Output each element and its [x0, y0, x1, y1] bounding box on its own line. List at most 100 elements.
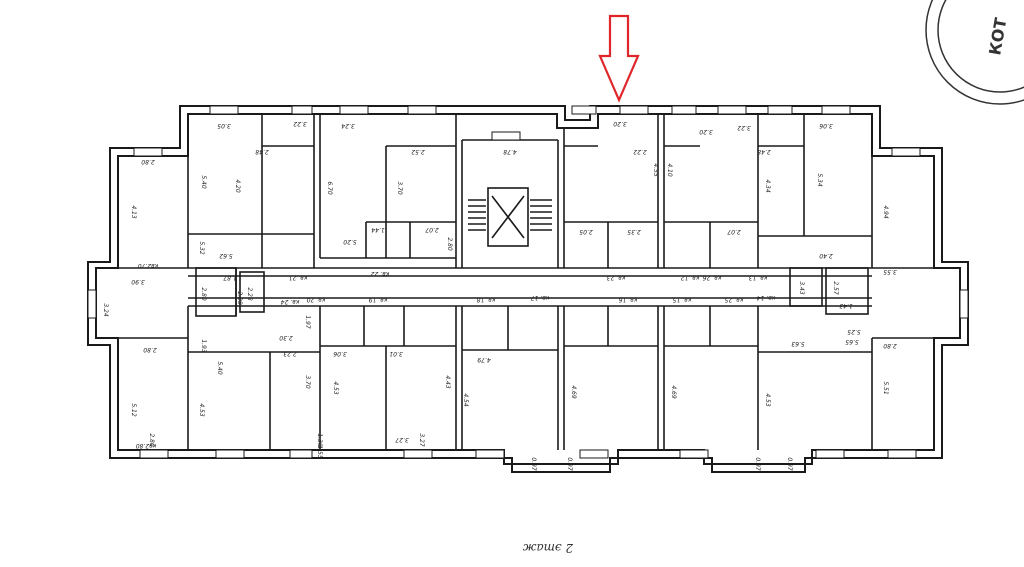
dim-bottom-5: 1.30 [316, 433, 323, 447]
dim-label-18: 2.35 [627, 228, 641, 235]
floor-label: 2 этаж [522, 541, 574, 555]
dim-label-51: 1.43 [839, 302, 853, 309]
dim-bottom-6: 1.55 [316, 445, 323, 459]
dim-label-1: 4.20 [234, 179, 241, 193]
dim-label-34: 5.12 [130, 403, 137, 417]
dim-top-4: 3.20 [613, 120, 627, 127]
dim-top-8: 2.80 [141, 158, 155, 165]
dim-label-38: 4.69 [670, 385, 677, 399]
dim-label-42: 5.65 [845, 338, 859, 345]
dim-label-31: 3.01 [389, 350, 402, 357]
dim-label-23: 2.80 [200, 287, 207, 301]
dim-label-28: 2.30 [279, 334, 293, 341]
corridor-label-10: кв. 12 [681, 274, 700, 281]
dim-top-3: 4.78 [503, 148, 517, 155]
dim-top-0: 3.05 [217, 122, 231, 129]
dim-label-6: 4.10 [666, 163, 673, 177]
dim-label-40: 5.51 [882, 381, 889, 394]
dim-label-33: 4.53 [198, 403, 205, 417]
corridor-label-6: кв. 16 [619, 296, 638, 303]
dim-label-0: 5.40 [200, 175, 207, 189]
dim-label-53: 3.43 [798, 281, 805, 295]
dim-label-36: 4.79 [477, 356, 491, 363]
dim-label-19: 2.05 [579, 228, 593, 235]
kv-label-1: кв2.80 [136, 442, 157, 449]
dim-label-30: 3.06 [333, 350, 347, 357]
dim-label-44: 3.55 [883, 268, 897, 275]
dim-top-7: 3.06 [819, 122, 833, 129]
corridor-label-1: кв. 21 [289, 274, 308, 281]
windows-bottom [139, 449, 917, 459]
stair-steps [468, 199, 552, 231]
corridor-label-11: кв. 23 [607, 274, 626, 281]
dim-bottom-3: 0.97 [754, 457, 761, 471]
dim-label-41: 5.63 [791, 340, 805, 347]
inner-outline [95, 113, 961, 465]
dim-top-12: 2.48 [757, 148, 771, 155]
dim-label-49: 2.80 [883, 342, 897, 349]
dim-bottom-7: 2.80 [148, 433, 155, 447]
dim-label-9: 4.94 [882, 205, 889, 219]
dim-label-7: 4.34 [764, 179, 771, 193]
dim-label-26: 5.40 [216, 361, 223, 375]
stamp: КОТ [925, 0, 1024, 105]
outer-wall [87, 105, 969, 473]
dim-label-14: 2.07 [425, 226, 439, 233]
dim-label-15: 2.80 [446, 237, 453, 251]
dim-top-6: 3.22 [737, 124, 751, 131]
dim-label-39: 4.53 [764, 393, 771, 407]
dim-label-13: 1.44 [371, 226, 385, 233]
dim-label-2: 6.70 [326, 181, 333, 195]
window-right [959, 289, 969, 319]
corridor-label-8: кв. 14 [757, 294, 776, 301]
dim-bottom-1: 0.97 [530, 457, 537, 471]
dim-label-50: 5.25 [847, 328, 861, 335]
dim-label-46: 3.27 [395, 436, 409, 443]
kv-label-0: кв2.70 [138, 262, 159, 269]
dim-label-16: 2.28 [236, 291, 243, 305]
dim-label-3: 3.70 [396, 181, 403, 195]
corridor-label-7: кв. 15 [673, 296, 692, 303]
dim-top-9: 2.48 [255, 148, 269, 155]
dim-label-22: 3.24 [102, 303, 109, 317]
dim-label-32: 3.70 [304, 375, 311, 389]
dim-label-47: 4.43 [444, 375, 451, 389]
windows-top [133, 105, 921, 157]
dim-label-11: 5.62 [219, 252, 233, 259]
corridor-label-3: кв. 19 [369, 296, 388, 303]
red-arrow [598, 14, 640, 103]
dim-label-10: 5.32 [198, 241, 205, 255]
dimension-labels: 3.05 3.24 3.22 4.78 3.20 3.20 3.22 3.06 2.80 2.48… [102, 120, 897, 471]
dim-top-11: 2.22 [633, 148, 647, 155]
dim-top-2: 3.22 [293, 120, 307, 127]
window-left [87, 289, 97, 319]
dim-label-12: 5.20 [343, 238, 357, 245]
dim-top-5: 3.20 [699, 128, 713, 135]
corridor-label-2: кв. 20 [307, 296, 326, 303]
dim-label-35: 4.53 [332, 381, 339, 395]
corridor-label-4: кв. 18 [477, 296, 496, 303]
corridor-label-12: кв. 24 [281, 298, 300, 305]
dim-label-43: 2.80 [143, 346, 157, 353]
corridor-label-0: кв. 22 [371, 270, 390, 277]
corridor-label-14: кв. 26 [703, 274, 722, 281]
dim-label-27: 1.93 [200, 339, 207, 353]
dim-top-10: 2.52 [411, 148, 425, 155]
dim-label-37: 4.69 [570, 385, 577, 399]
dim-label-48: 4.54 [462, 393, 469, 407]
dim-label-29: 2.23 [283, 350, 297, 357]
dim-label-20: 2.40 [819, 252, 833, 259]
dim-label-17: 2.07 [727, 228, 741, 235]
dim-label-5: 4.55 [652, 163, 659, 177]
corridor-label-9: кв. 13 [749, 274, 768, 281]
corridor-label-5: кв. 17 [531, 294, 550, 301]
dim-label-45: 1.97 [304, 315, 311, 329]
corridor-label-13: кв. 25 [725, 296, 744, 303]
dim-top-1: 3.24 [341, 122, 355, 129]
dim-label-25: 1.87 [223, 274, 237, 281]
dim-bottom-4: 0.97 [786, 457, 793, 471]
stamp-text: КОТ [985, 16, 1010, 56]
dim-label-24: 2.28 [246, 287, 253, 301]
dim-bottom-2: 0.97 [566, 457, 573, 471]
